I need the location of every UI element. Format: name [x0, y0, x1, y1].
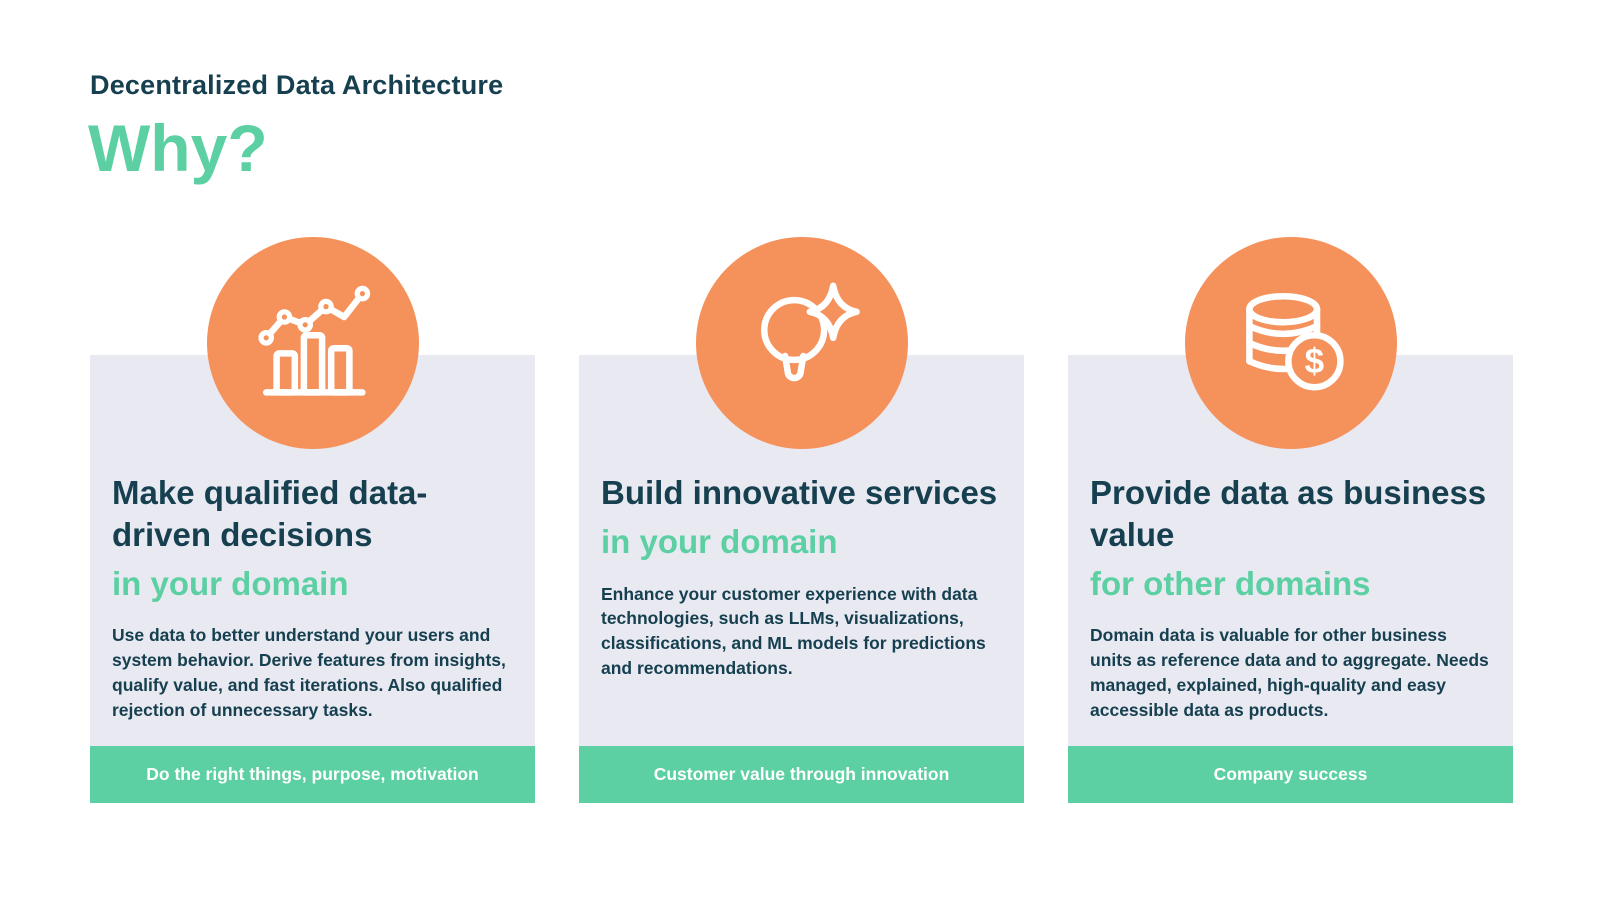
card-footer-label: Customer value through innovation: [653, 764, 950, 784]
card-content: Make qualified data-driven decisions in …: [90, 355, 535, 723]
card-title: Provide data as business value: [1090, 474, 1487, 553]
card-title: Make qualified data-driven decisions: [112, 474, 428, 553]
card-subtitle: in your domain: [601, 522, 838, 560]
card-body-text: Use data to better understand your users…: [112, 625, 506, 720]
lightbulb-icon-circle: [695, 237, 908, 449]
slide-kicker: Decentralized Data Architecture: [90, 70, 504, 100]
page-title: Why?: [88, 111, 268, 185]
lightbulb-sparkle-icon: [760, 282, 860, 382]
database-icon-circle: $: [1184, 237, 1397, 449]
cards-row: Make qualified data-driven decisions in …: [90, 237, 1513, 803]
card-content: Build innovative services in your domain…: [579, 355, 1024, 681]
card-footer-label: Company success: [1213, 764, 1368, 784]
card-subtitle: for other domains: [1090, 564, 1371, 602]
line-bar-chart-icon: [257, 285, 370, 396]
card-data-business-value: $ Provide data as business value for oth…: [1068, 237, 1513, 803]
database-dollar-icon: $: [1245, 292, 1344, 391]
card-content: Provide data as business value for other…: [1068, 355, 1513, 723]
card-subtitle: in your domain: [112, 564, 349, 602]
card-footer: Do the right things, purpose, motivation: [90, 746, 535, 803]
svg-text:$: $: [1304, 342, 1324, 381]
card-body-text: Enhance your customer experience with da…: [601, 583, 986, 679]
card-data-driven-decisions: Make qualified data-driven decisions in …: [90, 237, 535, 803]
card-footer: Company success: [1068, 746, 1513, 803]
card-footer-label: Do the right things, purpose, motivation: [146, 764, 479, 784]
card-innovative-services: Build innovative services in your domain…: [579, 237, 1024, 803]
card-footer: Customer value through innovation: [579, 746, 1024, 803]
card-body-text: Domain data is valuable for other busine…: [1090, 625, 1489, 720]
card-title: Build innovative services: [601, 474, 998, 511]
chart-icon-circle: [206, 237, 419, 449]
